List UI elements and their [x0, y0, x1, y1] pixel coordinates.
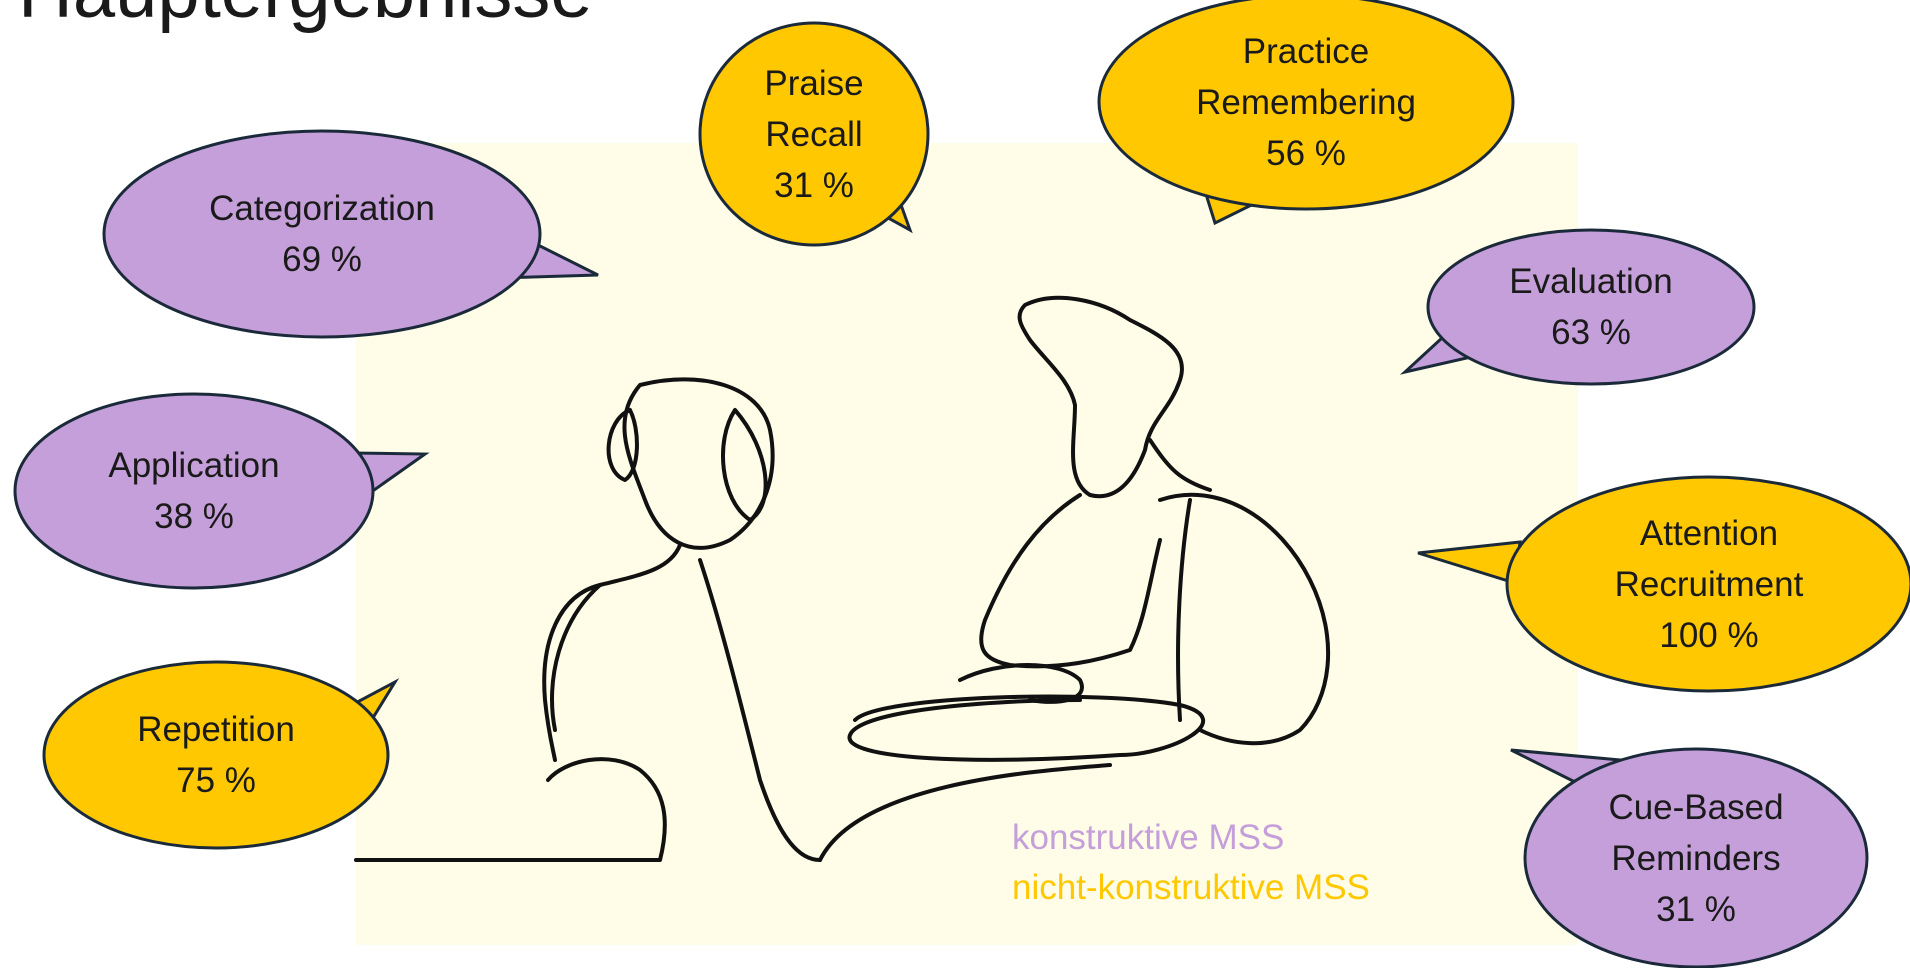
bubble-practice-remembering [1097, 0, 1515, 226]
bubble-percentage: 69 % [282, 240, 362, 279]
bubble-praise-recall [698, 21, 930, 247]
left-person-ear [606, 408, 639, 482]
bubble-percentage: 31 % [774, 165, 854, 205]
bubble-text-repetition: Repetition 75 % [16, 704, 416, 806]
left-person-head [622, 377, 775, 550]
bubble-fill [1430, 232, 1752, 382]
right-person-arm [1158, 492, 1331, 746]
bubble-categorization [102, 129, 599, 339]
bubble-cue-based-reminders [1510, 747, 1869, 968]
right-person-head [1017, 295, 1184, 499]
bubble-fill [106, 133, 538, 335]
bubble-label: Remembering [1196, 82, 1416, 122]
legend-non-constructive: nicht-konstruktive MSS [1012, 868, 1370, 907]
right-person-hand [958, 663, 1084, 704]
bubble-label: Praise [764, 63, 864, 103]
left-person-body [542, 543, 682, 762]
bubble-label: Recruitment [1614, 564, 1804, 604]
line-art-illustration [354, 295, 1331, 862]
bubble-label: Application [108, 446, 280, 485]
bubble-fill [46, 664, 386, 846]
bubble-evaluation [1399, 228, 1756, 386]
bubble-percentage: 38 % [154, 497, 234, 536]
bubble-percentage: 31 % [1656, 889, 1736, 929]
legend-constructive: konstruktive MSS [1012, 818, 1285, 857]
bubble-repetition [42, 660, 400, 850]
bubble-attention-recruitment [1417, 475, 1910, 693]
left-person-shoulder [550, 583, 602, 732]
page-title: Hauptergebnisse [18, 0, 593, 30]
bubble-fill [702, 25, 926, 243]
bubble-label: Practice [1242, 31, 1370, 71]
left-person-hair-loop [721, 408, 768, 522]
bubble-label: Reminders [1611, 838, 1781, 878]
right-person-body [979, 493, 1162, 669]
right-person-neck [1148, 438, 1212, 492]
bubble-label: Repetition [137, 710, 295, 749]
bubble-label: Attention [1639, 513, 1779, 553]
bubble-percentage: 100 % [1659, 615, 1759, 655]
bubble-fill [1527, 751, 1865, 965]
bubble-text-evaluation: Evaluation 63 % [1391, 256, 1791, 358]
bubble-text-categorization: Categorization 69 % [122, 183, 522, 285]
left-person-back [698, 558, 822, 862]
left-person-chair [354, 757, 667, 862]
right-person-torso [1176, 498, 1192, 722]
table-leg [818, 763, 1112, 862]
bubble-percentage: 63 % [1551, 313, 1631, 352]
bubble-percentage: 56 % [1266, 133, 1346, 173]
bubble-tail [1417, 540, 1522, 585]
bubble-label: Recall [765, 114, 863, 154]
bubble-percentage: 75 % [176, 761, 256, 800]
bubble-label: Categorization [209, 189, 435, 228]
bubble-fill [1509, 479, 1909, 689]
bubble-fill [1101, 0, 1511, 207]
table-top [847, 694, 1206, 762]
bubble-label: Evaluation [1509, 262, 1673, 301]
bubble-text-application: Application 38 % [0, 440, 394, 542]
bubble-label: Cue-Based [1608, 787, 1784, 827]
bubble-fill [17, 396, 371, 586]
bubble-application [13, 392, 430, 590]
speech-bubbles [13, 0, 1910, 968]
